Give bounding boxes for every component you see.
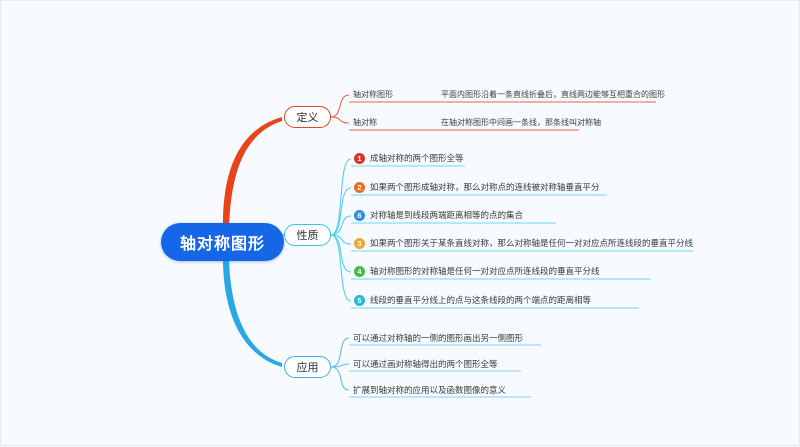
bracket-application [330, 337, 350, 368]
branch-node-definition[interactable]: 定义 [284, 106, 331, 128]
leaf-property-1[interactable]: 1 成轴对称的两个图形全等 [354, 152, 464, 165]
branch-label-application: 应用 [296, 362, 319, 374]
trunk-application [223, 257, 282, 367]
bracket-definition [330, 94, 350, 118]
branch-node-application[interactable]: 应用 [284, 356, 331, 378]
leaf-definition-2-description: 在轴对称图形中间画一条线，那条线叫对称轴 [441, 118, 601, 127]
leaf-property-4[interactable]: 3 如果两个图形关于某条直线对称，那么对称轴是任何一对对应点所连线段的垂直平分线 [354, 237, 693, 250]
bracket-properties [330, 158, 352, 236]
leaf-definition-1[interactable]: 轴对称图形 平面内图形沿着一条直线折叠后，直线两边能够互相重合的图形 [353, 89, 665, 100]
leaf-property-1-text: 成轴对称的两个图形全等 [370, 153, 464, 164]
leaf-property-3[interactable]: 6 对称轴是到线段两端距离相等的点的集合 [354, 209, 523, 222]
leaf-definition-2-term: 轴对称 [353, 118, 377, 127]
leaf-property-4-text: 如果两个图形关于某条直线对称，那么对称轴是任何一对对应点所连线段的垂直平分线 [370, 238, 694, 249]
badge-number-3: 3 [354, 238, 365, 250]
leaf-property-6[interactable]: 5 线段的垂直平分线上的点与这条线段的两个端点的距离相等 [354, 294, 591, 307]
bracket-properties-4 [330, 234, 352, 245]
trunk-definition [223, 117, 282, 227]
leaf-definition-2[interactable]: 轴对称 在轴对称图形中间画一条线，那条线叫对称轴 [353, 117, 601, 128]
leaf-definition-1-term: 轴对称图形 [353, 90, 393, 99]
leaf-property-3-text: 对称轴是到线段两端距离相等的点的集合 [370, 210, 524, 221]
leaf-application-2-text: 可以通过画对称轴得出的两个图形全等 [353, 359, 498, 370]
badge-number-2: 2 [354, 182, 365, 194]
leaf-application-1[interactable]: 可以通过对称轴的一侧的图形画出另一侧图形 [353, 332, 523, 345]
bracket-properties-3 [330, 215, 352, 236]
branch-label-definition: 定义 [296, 112, 319, 124]
bracket-properties-6 [330, 234, 352, 302]
leaf-property-5[interactable]: 4 轴对称图形的对称轴是任何一对对应点所连线段的垂直平分线 [354, 265, 600, 278]
central-node[interactable]: 轴对称图形 [161, 223, 284, 261]
leaf-property-2[interactable]: 2 如果两个图形成轴对称，那么对称点的连线被对称轴垂直平分 [354, 181, 600, 194]
leaf-property-5-text: 轴对称图形的对称轴是任何一对对应点所连线段的垂直平分线 [370, 266, 600, 277]
bracket-application-2 [330, 363, 350, 368]
badge-number-4: 4 [354, 266, 365, 278]
badge-number-6: 6 [354, 210, 365, 222]
bracket-application-3 [330, 366, 350, 391]
central-node-label: 轴对称图形 [179, 236, 265, 253]
branch-label-properties: 性质 [296, 230, 319, 242]
leaf-application-3-text: 扩展到轴对称的应用以及函数图像的意义 [353, 385, 507, 396]
leaf-application-2[interactable]: 可以通过画对称轴得出的两个图形全等 [353, 358, 498, 371]
bracket-definition-2 [330, 116, 350, 124]
branch-node-properties[interactable]: 性质 [284, 224, 331, 246]
badge-number-5: 5 [354, 295, 365, 307]
leaf-application-1-text: 可以通过对称轴的一侧的图形画出另一侧图形 [353, 333, 524, 344]
leaf-property-6-text: 线段的垂直平分线上的点与这条线段的两个端点的距离相等 [370, 295, 592, 306]
bracket-properties-2 [330, 187, 352, 236]
leaf-definition-1-description: 平面内图形沿着一条直线折叠后，直线两边能够互相重合的图形 [441, 90, 665, 99]
leaf-application-3[interactable]: 扩展到轴对称的应用以及函数图像的意义 [353, 384, 506, 397]
badge-number-1: 1 [354, 153, 365, 165]
bracket-properties-5 [330, 234, 352, 273]
leaf-property-2-text: 如果两个图形成轴对称，那么对称点的连线被对称轴垂直平分 [370, 182, 600, 193]
